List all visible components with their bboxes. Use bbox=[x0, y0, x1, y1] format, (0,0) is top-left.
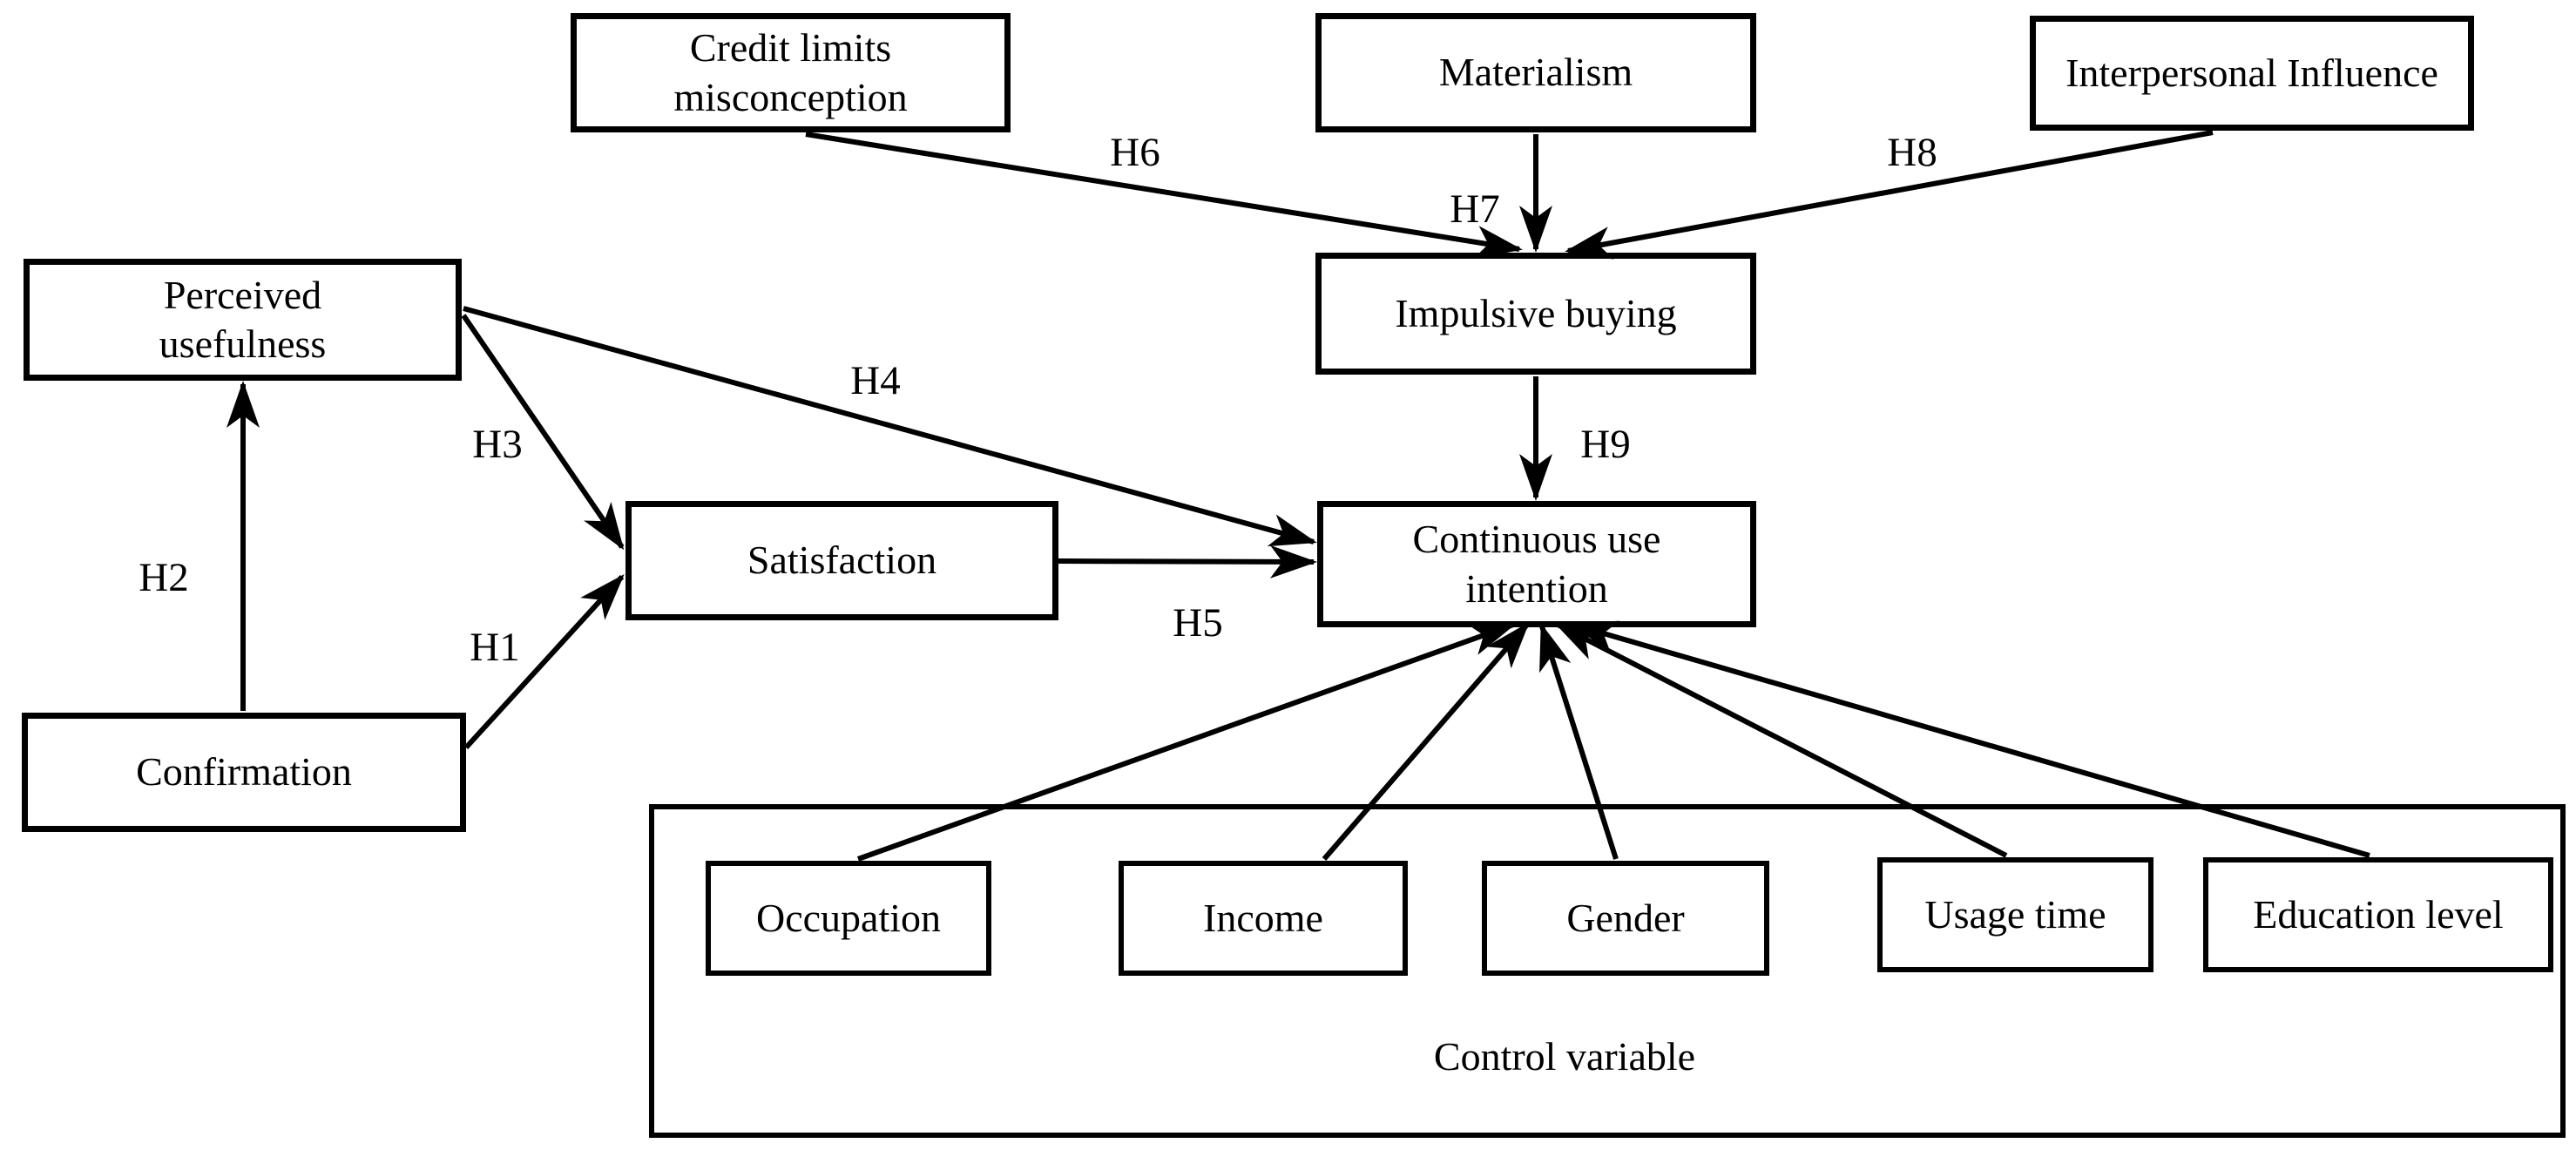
edge-label-h6: H6 bbox=[1110, 130, 1160, 175]
edge-h8-arrow bbox=[1565, 130, 2214, 260]
node-credit-limits-misconception: Credit limits misconception bbox=[571, 13, 1011, 132]
node-perceived-usefulness: Perceived usefulness bbox=[24, 259, 462, 381]
edge-label-h5: H5 bbox=[1173, 600, 1222, 646]
edge-h6-arrow bbox=[805, 132, 1523, 259]
node-gender: Gender bbox=[1482, 861, 1769, 976]
node-income: Income bbox=[1119, 861, 1408, 976]
edge-label-h8: H8 bbox=[1887, 130, 1937, 175]
edge-label-h1: H1 bbox=[470, 625, 519, 670]
edge-h5-arrow bbox=[1058, 545, 1317, 578]
node-materialism: Materialism bbox=[1315, 13, 1756, 132]
edge-h1-arrow bbox=[463, 574, 625, 750]
node-confirmation: Confirmation bbox=[22, 713, 466, 832]
control-variable-group-label: Control variable bbox=[1433, 1033, 1696, 1079]
edge-label-h2: H2 bbox=[139, 555, 188, 600]
node-occupation: Occupation bbox=[706, 861, 991, 976]
edge-label-h4: H4 bbox=[850, 358, 900, 403]
node-continuous-use-intention: Continuous use intention bbox=[1317, 501, 1756, 627]
edge-h3-arrow bbox=[461, 314, 625, 551]
edge-label-h3: H3 bbox=[472, 422, 522, 467]
node-usage-time: Usage time bbox=[1877, 857, 2153, 972]
node-education-level: Education level bbox=[2203, 857, 2553, 972]
node-interpersonal-influence: Interpersonal Influence bbox=[2030, 16, 2474, 131]
edge-label-h9: H9 bbox=[1580, 422, 1630, 467]
edge-label-h7: H7 bbox=[1450, 186, 1499, 232]
node-satisfaction: Satisfaction bbox=[625, 501, 1058, 620]
node-impulsive-buying: Impulsive buying bbox=[1315, 253, 1756, 375]
